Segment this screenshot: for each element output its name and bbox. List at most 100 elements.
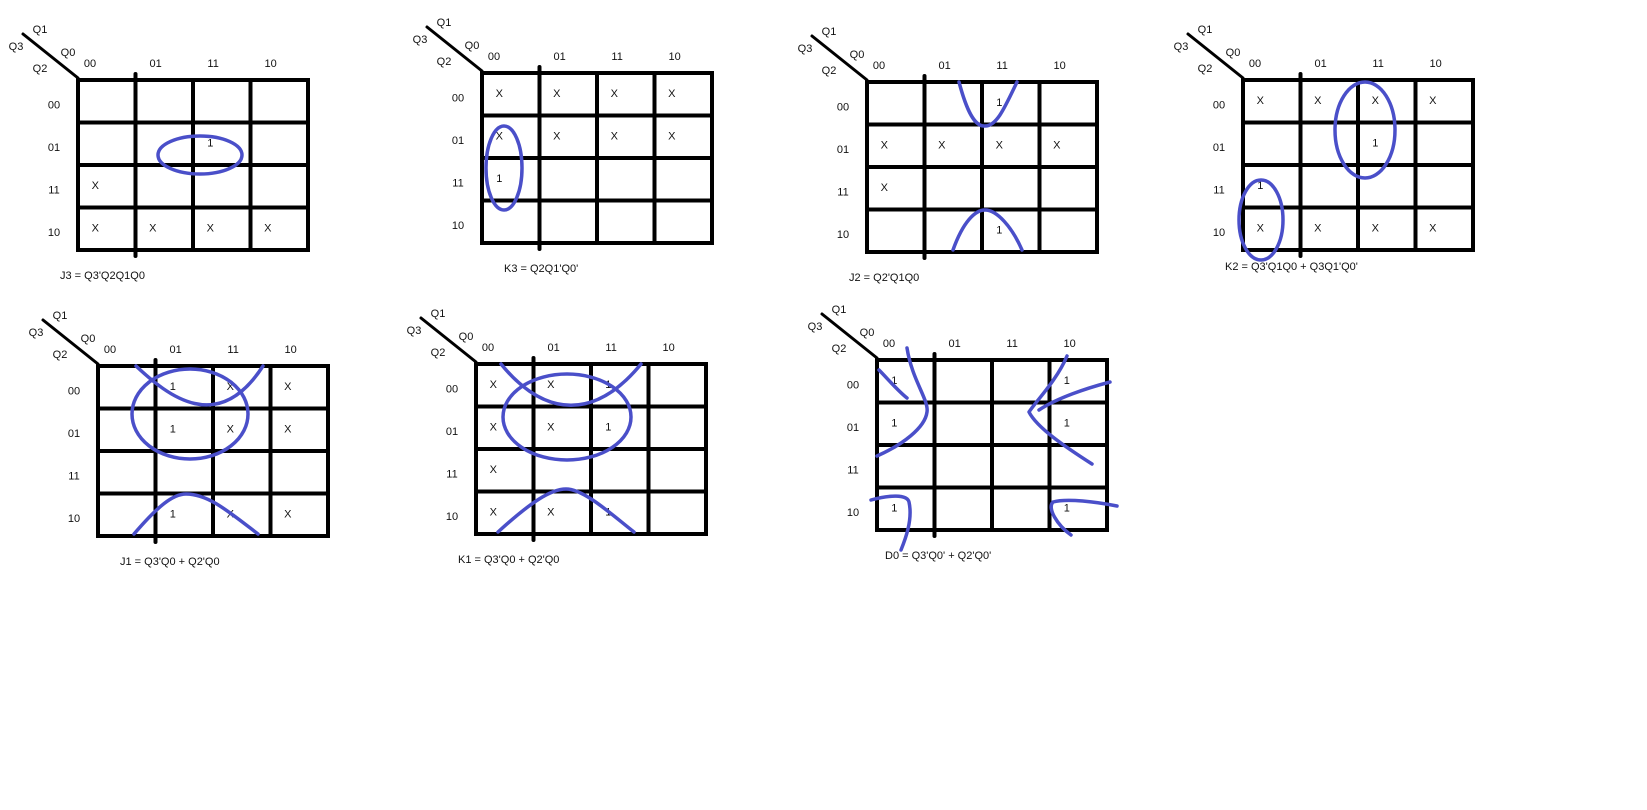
- kmap-cell-value: X: [490, 507, 498, 519]
- kmap-row-label: 01: [446, 426, 458, 438]
- kmap-cell-value: X: [284, 424, 292, 436]
- kmap-cell-value: 1: [996, 225, 1002, 237]
- kmap-col-label: 01: [170, 344, 182, 356]
- kmap-expression: J1 = Q3'Q0 + Q2'Q0: [120, 556, 220, 568]
- kmap-row-label: 00: [452, 92, 464, 104]
- kmap-group-loop: [134, 364, 265, 407]
- kmap-row-variable: Q3: [29, 327, 44, 339]
- kmap-cell-value: X: [490, 464, 498, 476]
- kmap-col-label: 00: [84, 58, 96, 70]
- kmap-col-label: 11: [1372, 58, 1383, 70]
- kmap-group-loop: [869, 494, 912, 552]
- kmap-cell-value: X: [547, 422, 555, 434]
- kmap-col-label: 10: [1430, 58, 1442, 70]
- kmap-col-variable: Q1: [53, 310, 68, 322]
- kmap-group-loop: [496, 487, 636, 534]
- kmap-cell-value: 1: [891, 418, 897, 430]
- kmap-group-loop: [130, 367, 250, 461]
- kmap-row-label: 11: [837, 186, 848, 198]
- kmap-row-variable-lower: Q2: [437, 56, 452, 68]
- kmap-cell-value: X: [490, 379, 498, 391]
- kmap-col-label: 01: [548, 342, 560, 354]
- kmap-row-label: 00: [847, 379, 859, 391]
- kmap-row-variable-lower: Q2: [33, 63, 48, 75]
- kmap-col-label: 00: [873, 60, 885, 72]
- kmap-row-variable: Q3: [1174, 41, 1189, 53]
- kmap-col-label: 00: [883, 338, 895, 350]
- kmap-variable-diagonal: [810, 34, 869, 82]
- kmap-group-loop: [957, 80, 1019, 128]
- kmap-row-label: 00: [446, 383, 458, 395]
- kmap-row-label: 01: [68, 428, 80, 440]
- kmap-col-label: 10: [265, 58, 277, 70]
- kmap-col-variable: Q1: [822, 26, 837, 38]
- kmap-col-variable: Q1: [431, 308, 446, 320]
- kmap-row-label: 10: [837, 229, 849, 241]
- kmap-col-label: 01: [150, 58, 162, 70]
- kmap-group-loop: [1049, 498, 1119, 537]
- kmap-cell-value: 1: [605, 422, 611, 434]
- kmap-col-label: 10: [1054, 60, 1066, 72]
- kmap-col-variable-lower: Q0: [1226, 47, 1241, 59]
- kmap-col-label: 00: [1249, 58, 1261, 70]
- kmap-cell-value: X: [92, 223, 100, 235]
- kmap-cell-value: X: [92, 180, 100, 192]
- kmap-cell-value: X: [149, 223, 157, 235]
- kmap-group-loop: [875, 346, 929, 458]
- kmap-col-label: 00: [104, 344, 116, 356]
- kmap-cell-value: X: [1314, 95, 1322, 107]
- kmap-col-variable: Q1: [1198, 24, 1213, 36]
- kmap-cell-value: X: [881, 140, 889, 152]
- kmap-row-variable: Q3: [407, 325, 422, 337]
- kmap-row-label: 10: [1213, 227, 1225, 239]
- kmap-col-label: 11: [207, 58, 218, 70]
- kmap-row-label: 10: [446, 511, 458, 523]
- kmap-group-loop: [1037, 380, 1112, 412]
- kmap-col-variable: Q1: [33, 24, 48, 36]
- kmap-row-label: 01: [48, 142, 60, 154]
- kmap-col-variable: Q1: [437, 17, 452, 29]
- kmap-row-variable: Q3: [808, 321, 823, 333]
- kmap-col-label: 01: [939, 60, 951, 72]
- kmap-cell-value: X: [264, 223, 272, 235]
- kmap-col-label: 01: [554, 51, 566, 63]
- kmap-col-label: 01: [949, 338, 961, 350]
- kmap-cell-value: 1: [496, 173, 502, 185]
- kmap-cell-value: 1: [1257, 180, 1263, 192]
- kmap-row-label: 10: [847, 507, 859, 519]
- kmap-row-variable-lower: Q2: [431, 347, 446, 359]
- kmap-row-label: 00: [68, 385, 80, 397]
- kmap-col-label: 00: [488, 51, 500, 63]
- kmap-row-label: 01: [452, 135, 464, 147]
- kmap-group-loop: [877, 368, 909, 400]
- kmap-expression: K1 = Q3'Q0 + Q2'Q0: [458, 554, 559, 566]
- kmap-cell-value: X: [490, 422, 498, 434]
- kmap-cell-value: X: [284, 509, 292, 521]
- kmap-cell-value: X: [1372, 223, 1380, 235]
- kmap-cell-value: X: [1257, 95, 1265, 107]
- kmap-col-variable-lower: Q0: [465, 40, 480, 52]
- kmap-cell-value: X: [227, 381, 235, 393]
- kmap-cell-value: X: [496, 88, 504, 100]
- kmap-cell-value: X: [996, 140, 1004, 152]
- kmap-col-variable-lower: Q0: [459, 331, 474, 343]
- kmap-row-variable-lower: Q2: [1198, 63, 1213, 75]
- kmap-row-label: 00: [837, 101, 849, 113]
- kmap-cell-value: X: [553, 88, 561, 100]
- kmap-expression: J3 = Q3'Q2Q1Q0: [60, 270, 145, 282]
- kmap-col-variable: Q1: [832, 304, 847, 316]
- kmap-group-loop: [484, 124, 524, 212]
- kmap-cell-value: X: [1429, 223, 1437, 235]
- kmap-expression: D0 = Q3'Q0' + Q2'Q0': [885, 550, 991, 562]
- kmap-group-loop: [156, 134, 244, 176]
- kmap-row-label: 01: [1213, 142, 1225, 154]
- kmap-cell-value: 1: [207, 138, 213, 150]
- kmap-row-variable: Q3: [798, 43, 813, 55]
- kmap-row-variable-lower: Q2: [53, 349, 68, 361]
- kmap-col-label: 00: [482, 342, 494, 354]
- kmap-cell-value: 1: [891, 375, 897, 387]
- kmap-expression: J2 = Q2'Q1Q0: [849, 272, 919, 284]
- kmap-cell-value: X: [611, 131, 619, 143]
